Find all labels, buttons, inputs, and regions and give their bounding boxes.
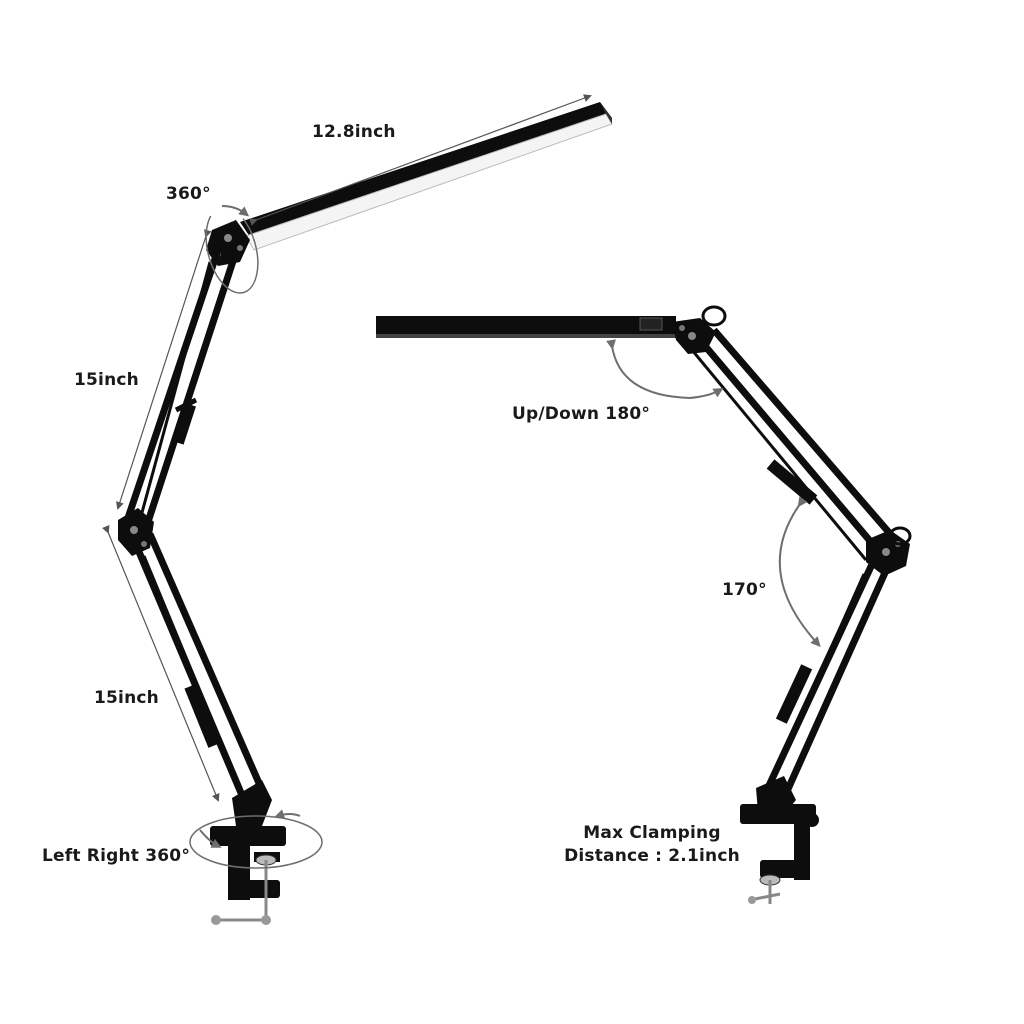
lamp-right-middle-joint (866, 526, 912, 576)
label-head-length: 12.8inch (312, 122, 396, 142)
lamp-right-clamp (740, 776, 819, 904)
label-base-rotation: Left Right 360° (42, 846, 191, 866)
label-updown: Up/Down 180° (512, 404, 651, 424)
label-clamp-line1: Max Clamping (583, 823, 721, 843)
updown-arc (606, 339, 724, 400)
lamp-left-head (240, 102, 613, 251)
rotation-arrow-head-tip (221, 205, 250, 217)
lamp-right (376, 305, 912, 904)
rotation-arrow-base-tip2 (199, 829, 222, 848)
rotation-arrow-head (205, 206, 259, 294)
dim-line-upper (116, 229, 212, 510)
dim-line-head (248, 94, 592, 226)
label-upper-arm-length: 15inch (74, 370, 139, 390)
label-clamp: Max Clamping Distance : 2.1inch (562, 822, 742, 868)
dim-line-lower (102, 524, 220, 802)
rotation-arrow-base (189, 815, 323, 869)
lamp-right-upper-arm (690, 327, 895, 561)
lamp-left-lower-arm (130, 532, 266, 802)
rotation-arrow-base-tip (274, 809, 301, 819)
joint-angle-arc (778, 496, 821, 647)
lamp-right-lower-arm (762, 558, 892, 800)
lamp-left-clamp (210, 780, 286, 925)
lamp-left (102, 94, 613, 925)
lamp-right-head (376, 316, 676, 338)
label-joint-angle: 170° (722, 580, 767, 600)
label-head-rotation: 360° (166, 184, 211, 204)
label-clamp-line2: Distance : 2.1inch (564, 846, 740, 866)
lamp-left-upper-arm (124, 248, 238, 530)
label-lower-arm-length: 15inch (94, 688, 159, 708)
